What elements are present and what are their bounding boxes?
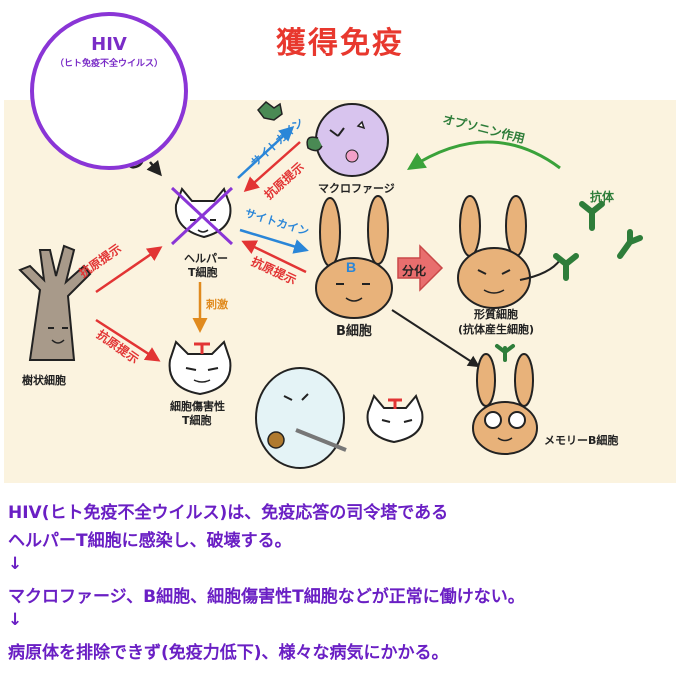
explanation-line-2: ヘルパーT細胞に感染し、破壊する。 bbox=[8, 531, 292, 551]
hiv-title: HIV bbox=[91, 34, 127, 55]
antigen-arrow-macrophage bbox=[243, 141, 301, 192]
memory-b-cell-icon bbox=[472, 344, 538, 455]
memory-b-cell-label: メモリーB細胞 bbox=[544, 434, 619, 447]
differentiation-label: 分化 bbox=[402, 264, 427, 278]
helper-t-label-1: ヘルパー bbox=[184, 252, 228, 265]
explanation-section: HIV(ヒト免疫不全ウイルス)は、免疫応答の司令塔である ヘルパーT細胞に感染し… bbox=[0, 484, 680, 680]
cytotoxic-t-label-1: 細胞傷害性 bbox=[170, 400, 225, 413]
explanation-line-3: マクロファージ、B細胞、細胞傷害性T細胞などが正常に働けない。 bbox=[8, 587, 525, 607]
antibody-icon bbox=[553, 201, 643, 281]
stimulation-label: 刺激 bbox=[206, 298, 228, 311]
antigen-arrow-bcell bbox=[241, 240, 307, 274]
plasma-cell-icon bbox=[457, 195, 561, 309]
hiv-circle: HIV （ヒト免疫不全ウイルス） bbox=[30, 12, 188, 170]
differentiation-arrow bbox=[397, 244, 444, 292]
cytotoxic-t-label-2: T細胞 bbox=[182, 414, 212, 427]
macrophage-icon bbox=[306, 103, 389, 177]
cytokine-arrow-bcell bbox=[239, 228, 309, 254]
macrophage-label: マクロファージ bbox=[318, 182, 395, 195]
hiv-subtitle: （ヒト免疫不全ウイルス） bbox=[54, 59, 163, 69]
cytokine-arrow-macrophage bbox=[237, 125, 295, 179]
opsonin-arrow bbox=[406, 140, 561, 170]
plasma-cell-label-2: (抗体産生細胞) bbox=[458, 323, 535, 336]
explanation-arrow-2: ↓ bbox=[8, 610, 23, 630]
b-cell-label: B細胞 bbox=[336, 324, 372, 339]
helper-t-cell-icon bbox=[170, 186, 234, 246]
plasma-cell-label-1: 形質細胞 bbox=[474, 308, 518, 321]
antigen-arrow-dendritic-cytotoxic bbox=[95, 318, 161, 362]
page-title: 獲得免疫 bbox=[276, 26, 404, 61]
explanation-arrow-1: ↓ bbox=[8, 554, 23, 574]
svg-text:B: B bbox=[346, 259, 356, 275]
memory-arrow bbox=[391, 309, 481, 368]
explanation-line-1: HIV(ヒト免疫不全ウイルス)は、免疫応答の司令塔である bbox=[8, 503, 449, 523]
attacking-t-cell-icon bbox=[366, 394, 424, 444]
b-cell-icon: B bbox=[315, 195, 393, 319]
hiv-infect-arrow bbox=[146, 159, 162, 177]
explanation-line-4: 病原体を排除できず(免疫力低下)、様々な病気にかかる。 bbox=[8, 643, 449, 663]
antigen-arrow-dendritic-helper bbox=[95, 246, 163, 294]
dendritic-cell-icon bbox=[18, 244, 92, 361]
infected-cell-icon bbox=[255, 367, 347, 469]
dendritic-cell-label: 樹状細胞 bbox=[22, 374, 66, 387]
pathogen-icon bbox=[257, 101, 283, 121]
cytotoxic-t-cell-icon bbox=[168, 340, 232, 396]
antibody-label: 抗体 bbox=[590, 190, 615, 204]
helper-t-label-2: T細胞 bbox=[188, 266, 218, 279]
